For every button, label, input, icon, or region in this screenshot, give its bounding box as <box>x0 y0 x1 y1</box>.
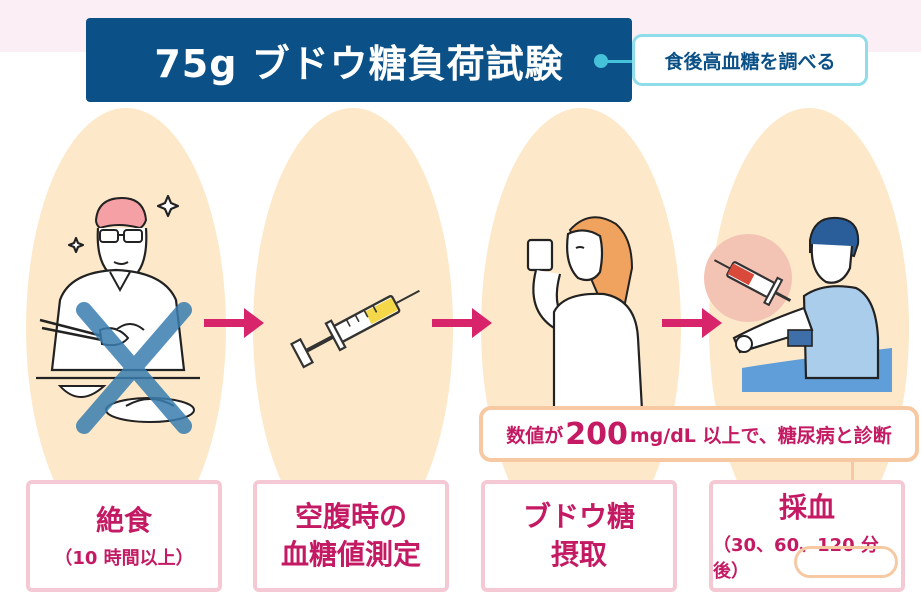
syringe-icon <box>290 289 420 369</box>
page-title-box: 75g ブドウ糖負荷試験 <box>86 18 632 102</box>
arrow-right-icon <box>662 308 722 338</box>
step-2-title-line2: 血糖値測定 <box>280 538 421 571</box>
step-2-box: 空腹時の 血糖値測定 <box>253 480 449 592</box>
step-1-box: 絶食 （10 時間以上） <box>26 480 222 592</box>
arrow-right-icon <box>204 308 264 338</box>
subtitle-text: 食後高血糖を調べる <box>664 50 836 73</box>
page-title: 75g ブドウ糖負荷試験 <box>154 41 564 86</box>
highlight-ring <box>794 546 898 578</box>
step-4-title: 採血 <box>778 491 835 525</box>
callout-number: 200 <box>565 416 628 452</box>
callout-prefix: 数値が <box>506 424 564 447</box>
step-1-title: 絶食 <box>95 504 152 538</box>
diagnosis-callout: 数値が 200 mg/dL 以上で、糖尿病と診断 <box>479 406 919 462</box>
drinking-woman-icon <box>526 216 644 410</box>
fasting-person-icon <box>36 194 200 434</box>
arrow-right-icon <box>432 308 492 338</box>
subtitle-badge: 食後高血糖を調べる <box>632 34 868 86</box>
blood-draw-icon <box>704 216 892 392</box>
title-connector-dot <box>594 54 608 68</box>
callout-suffix: mg/dL 以上で、糖尿病と診断 <box>629 424 892 447</box>
step-3-box: ブドウ糖 摂取 <box>481 480 677 592</box>
title-connector <box>598 60 632 63</box>
step-1-note: （10 時間以上） <box>54 547 194 569</box>
step-2-title-line1: 空腹時の <box>294 500 407 534</box>
step-3-title-line1: ブドウ糖 <box>522 500 635 534</box>
cross-icon <box>76 302 192 434</box>
step-4-note: （30、60、120 分後） <box>713 534 879 582</box>
step-3-title-line2: 摂取 <box>550 538 607 571</box>
